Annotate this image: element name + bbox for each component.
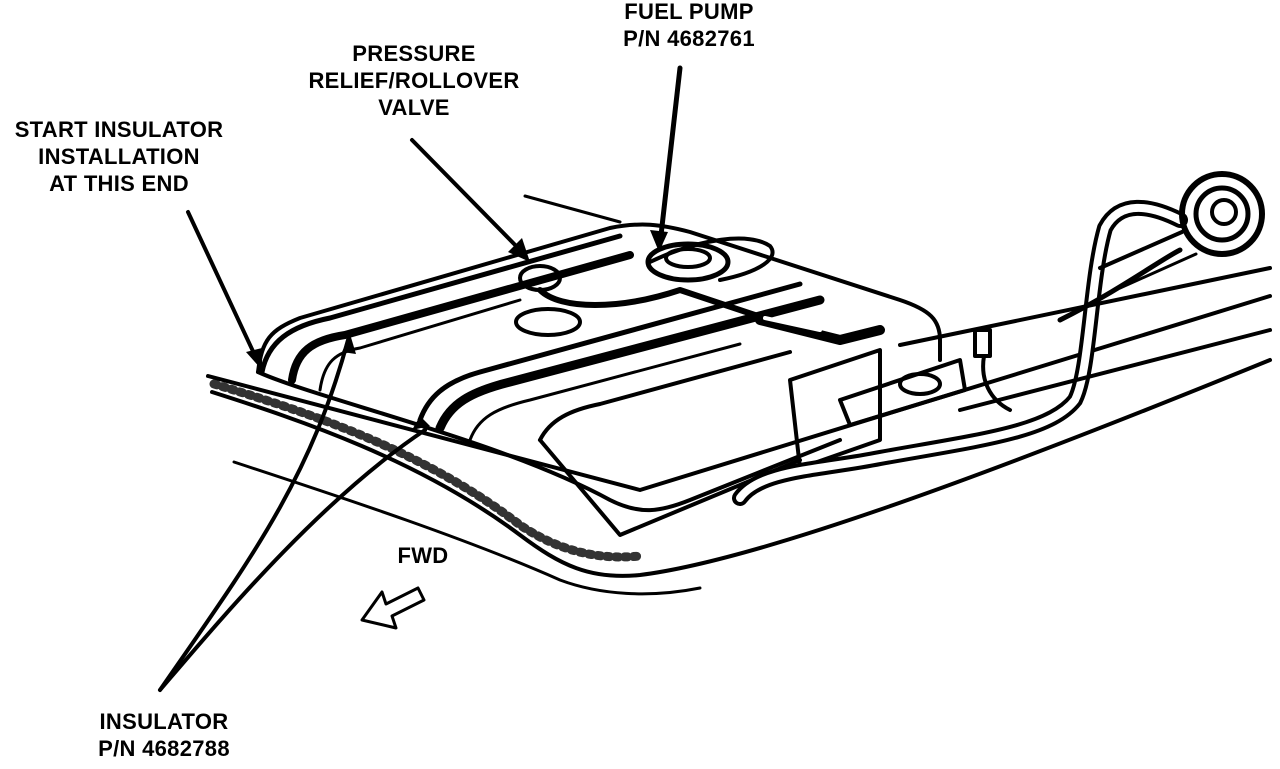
leader-start-insulator [186, 210, 260, 364]
strap-left-inner [288, 251, 634, 384]
frame-rail-top [206, 294, 1272, 492]
callout-line: PRESSURE [352, 41, 476, 66]
filler-cap-mid [1193, 185, 1251, 243]
filler-vent-tube [1057, 247, 1183, 323]
callout-line: VALVE [378, 95, 450, 120]
callout-line: P/N 4682761 [623, 26, 755, 51]
frame-rail-ext2 [958, 328, 1272, 412]
arrowhead-insulator-b [342, 334, 356, 354]
leader-pressure-valve [410, 138, 526, 256]
filler-cap-outer [1179, 171, 1265, 257]
fwd-arrow-icon [360, 586, 426, 630]
callout-line: AT THIS END [49, 171, 189, 196]
fwd-direction-label: FWD [388, 542, 458, 569]
crossmember [788, 348, 882, 470]
callout-line: P/N 4682788 [98, 736, 230, 761]
fuel-pump-callout: FUEL PUMP P/N 4682761 [604, 0, 774, 52]
strap-left-outer [259, 233, 623, 375]
frame-rail-front [210, 358, 1272, 578]
bracket-wire [981, 354, 1012, 412]
leader-insulator-a [158, 428, 427, 692]
start-insulator-callout: START INSULATOR INSTALLATION AT THIS END [0, 116, 238, 197]
fuel-line-a [755, 315, 885, 345]
strap-mid-outer [417, 281, 803, 423]
bracket-plate [838, 358, 967, 427]
fuel-pump-bracket [648, 236, 775, 282]
callout-line: INSTALLATION [38, 144, 200, 169]
insulator-callout: INSULATOR P/N 4682788 [84, 708, 244, 762]
strap-mid-inner [435, 295, 825, 433]
tank-raised-top [538, 350, 792, 442]
callout-line: FUEL PUMP [624, 0, 754, 24]
pressure-relief-valve-callout: PRESSURE RELIEF/ROLLOVER VALVE [294, 40, 534, 121]
tank-raised-front [538, 438, 802, 537]
filler-cap-inner [1210, 198, 1238, 226]
floor-line-back [523, 194, 622, 224]
arrowhead-fuel-pump [650, 230, 668, 252]
frame-rail-lower [232, 460, 702, 596]
arrowhead-insulator-a [412, 416, 430, 430]
arrowhead-start-insulator [246, 348, 262, 370]
bracket-bolt [973, 328, 992, 358]
filler-mount-line [1098, 230, 1184, 270]
filler-mount-line2 [1118, 252, 1198, 290]
filler-neck-inner [736, 203, 1184, 502]
strap-mid-edge [468, 342, 742, 442]
fuel-line-b [763, 316, 822, 332]
callout-line: FWD [397, 543, 449, 568]
callout-line: INSULATOR [99, 709, 229, 734]
vent-fitting [514, 307, 582, 337]
tank-front-edge [256, 370, 842, 513]
valve-hose [537, 287, 803, 333]
bracket-clip [898, 372, 942, 396]
strap-left-edge [318, 298, 522, 392]
tank-outline [256, 222, 942, 374]
leader-insulator-b [158, 338, 350, 692]
arrowhead-pressure-valve [508, 238, 530, 262]
callout-line: START INSULATOR [14, 117, 224, 142]
floor-texture [209, 379, 645, 562]
frame-rail-ext [898, 266, 1272, 347]
callout-line: RELIEF/ROLLOVER [308, 68, 520, 93]
leader-fuel-pump [657, 65, 683, 247]
